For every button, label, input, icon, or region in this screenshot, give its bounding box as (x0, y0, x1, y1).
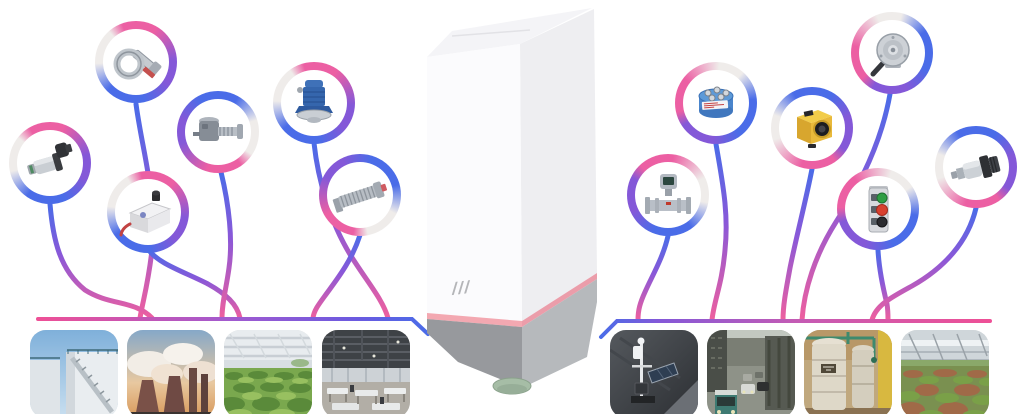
process-tanks-photo (804, 330, 892, 414)
tower-top-face (427, 8, 592, 57)
wire-c8 (635, 233, 671, 323)
radar-level-transmitter-icon (295, 80, 333, 123)
city-traffic-photo (707, 330, 795, 414)
photoelectric-sensor-icon (797, 110, 832, 148)
tower-side-face (520, 9, 597, 321)
tower-stripe-front (427, 313, 522, 327)
differential-pressure-transmitter-icon (193, 117, 243, 141)
node-photoelectric-sensor (771, 87, 853, 169)
wire-c3 (145, 246, 243, 321)
node-flow-meter (627, 154, 709, 236)
industrial-interior-photo (322, 330, 410, 414)
wire-c9 (780, 166, 815, 323)
storage-tanks-photo (30, 330, 118, 414)
greenhouse-crops-photo (224, 330, 312, 414)
wire-c10 (799, 91, 893, 323)
cables (47, 91, 979, 323)
node-radar-level-transmitter (273, 62, 355, 144)
node-pressure-transmitter (9, 122, 91, 204)
control-switch-box-icon (119, 190, 172, 237)
pressure-transmitter-icon (27, 142, 73, 175)
wire-c4 (218, 169, 234, 321)
tower-base-front (427, 319, 522, 388)
wire-c7 (709, 141, 729, 323)
wire-c2 (47, 201, 155, 321)
node-control-switch-box (107, 171, 189, 253)
rotary-encoder-icon (870, 33, 910, 77)
node-rotary-encoder (851, 12, 933, 94)
rooftop-weather-station-photo (610, 330, 698, 414)
node-process-heater (319, 154, 401, 236)
tower-stripe-side (522, 273, 597, 327)
tower-front-face (427, 44, 522, 321)
node-pressure-transducer (935, 126, 1017, 208)
bus-line-left (36, 317, 430, 336)
tower-top-plateau (451, 29, 531, 37)
push-button-station-icon (868, 186, 889, 233)
node-temperature-transmitter-puck (675, 62, 757, 144)
wire-c11 (875, 247, 891, 323)
pressure-transducer-icon (950, 155, 1001, 180)
flow-meter-icon (645, 174, 691, 214)
tower-foot-rim (497, 384, 527, 394)
flanged-temperature-sensor-icon (113, 48, 162, 80)
node-differential-pressure-transmitter (177, 91, 259, 173)
process-heater-icon (332, 181, 387, 213)
node-flanged-temperature-sensor (95, 21, 177, 103)
power-plant-photo (127, 330, 215, 414)
temperature-transmitter-puck-icon (698, 86, 734, 118)
tower-base-side (522, 279, 597, 388)
greenhouse-rows-photo (901, 330, 989, 414)
bus-line-right (599, 319, 992, 339)
wire-c12 (869, 205, 979, 323)
wire-c6 (310, 232, 363, 321)
node-push-button-station (837, 168, 919, 250)
